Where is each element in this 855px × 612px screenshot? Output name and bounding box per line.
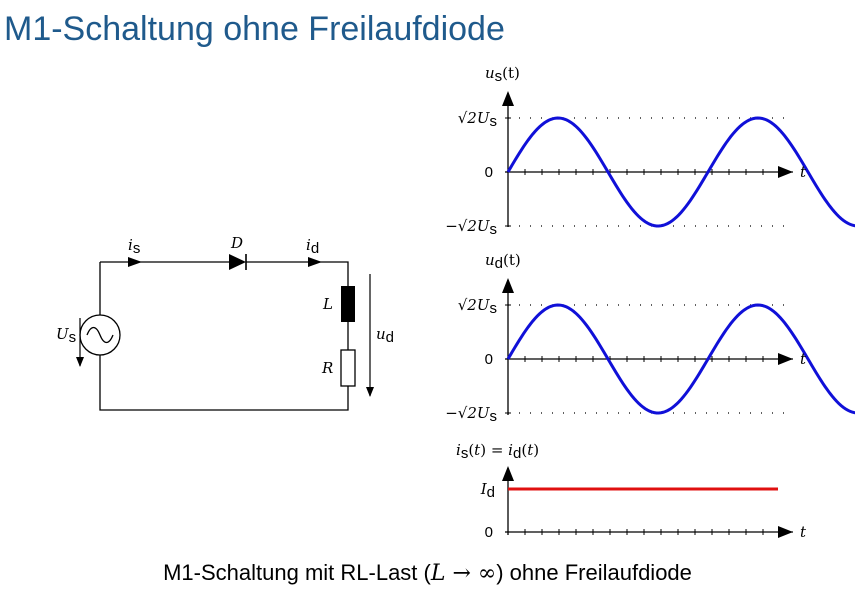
label-us: Us [56, 325, 76, 346]
resistor-symbol [340, 349, 356, 387]
label-ud: ud [376, 325, 394, 346]
chart-id-y-arrowhead [502, 466, 514, 481]
figure-caption: M1-Schaltung mit RL-Last (L → ∞) ohne Fr… [0, 560, 855, 586]
page-title: M1-Schaltung ohne Freilaufdiode [4, 10, 505, 48]
circuit-wires [99, 261, 349, 411]
chart-id-ytick-level-label: Id [480, 480, 495, 501]
chart-id-ytick-zero-label: 0 [485, 524, 493, 541]
chart-us-xlabel: t [800, 163, 807, 181]
diode-symbol [229, 254, 247, 270]
chart-us-title: us(t) [485, 64, 520, 85]
circuit: is D id L R Us ud [56, 234, 394, 411]
chart-us-x-arrowhead [778, 166, 793, 178]
label-id: id [306, 236, 319, 257]
caption-math: L → ∞ [430, 561, 497, 586]
chart-us-x-ticks [524, 169, 764, 175]
chart-us-series-curve [506, 116, 855, 228]
chart-id-x-ticks [524, 529, 764, 535]
label-resistor: R [321, 359, 333, 377]
chart-ud: ud(t) √2Us 0 −√2Us t [445, 251, 855, 425]
chart-us-ytick-zero-label: 0 [485, 164, 493, 181]
label-diode: D [230, 234, 243, 252]
chart-ud-ytick-zero-label: 0 [485, 351, 493, 368]
chart-ud-y-arrowhead [502, 278, 514, 293]
chart-id: is(t) = id(t) Id 0 t [456, 441, 807, 541]
caption-prefix: M1-Schaltung mit RL-Last ( [163, 560, 431, 585]
chart-ud-ytick-bottom-label: −√2Us [445, 404, 497, 425]
chart-us-ytick-bottom-label: −√2Us [445, 217, 497, 238]
label-inductor: L [322, 295, 333, 313]
chart-ud-ytick-top-label: √2Us [458, 296, 497, 317]
ac-source-symbol [79, 314, 121, 356]
chart-id-x-arrowhead [778, 526, 793, 538]
label-is: is [128, 236, 140, 257]
inductor-symbol [341, 286, 355, 322]
chart-us-y-arrowhead [502, 91, 514, 106]
chart-ud-title: ud(t) [485, 251, 521, 272]
chart-us-ytick-top-label: √2Us [458, 109, 497, 130]
chart-us: us(t) √2Us 0 −√2Us t [445, 64, 855, 238]
chart-id-title: is(t) = id(t) [456, 441, 539, 462]
current-id-arrow [308, 257, 322, 267]
chart-ud-series-curve [506, 303, 855, 415]
chart-ud-xlabel: t [800, 350, 807, 368]
chart-id-xlabel: t [800, 523, 807, 541]
current-is-arrow [128, 257, 142, 267]
caption-suffix: ) ohne Freilaufdiode [496, 560, 692, 585]
chart-ud-x-arrowhead [778, 353, 793, 365]
